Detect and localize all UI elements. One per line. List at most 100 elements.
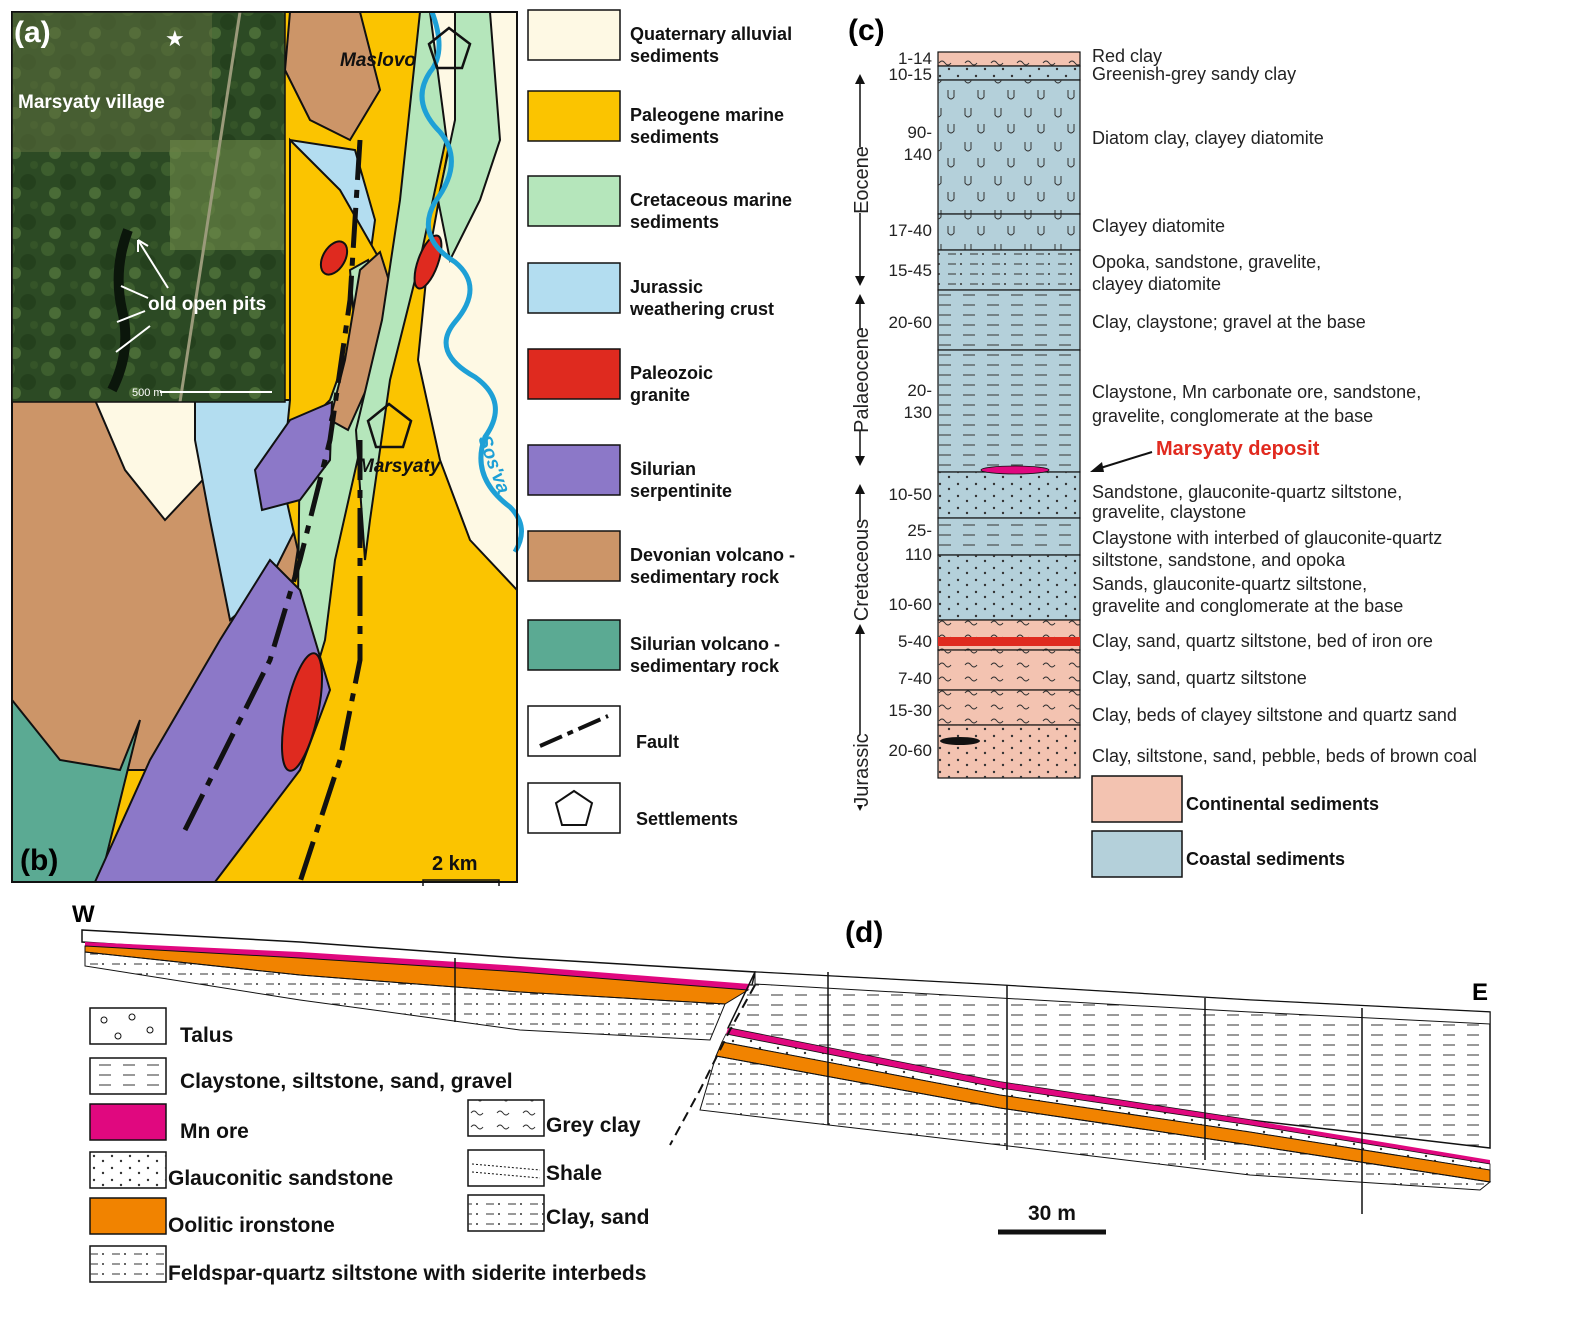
- map-silurian-serpentinite: [93, 558, 332, 883]
- map-legend-swatch: [527, 9, 621, 61]
- strat-layer-pattern: [938, 725, 1080, 778]
- section-east: E: [1472, 979, 1488, 1006]
- map-legend-swatch: [527, 175, 621, 227]
- talus-circle: [114, 1032, 122, 1040]
- satellite-inset: ★ Marsyaty village old open pits 500 m: [11, 11, 286, 403]
- map-legend-label: Silurian volcano -: [630, 634, 780, 654]
- map-legend-swatch: [527, 262, 621, 314]
- section-legend-pattern: [90, 1246, 166, 1282]
- talus-circle: [128, 1013, 136, 1021]
- strat-layer-pattern: [938, 80, 1080, 214]
- section-fault: [669, 984, 756, 1146]
- era-arrow-icon: [855, 294, 865, 304]
- section-siltstone-west: [84, 951, 726, 1041]
- map-legend-label: sedimentary rock: [630, 567, 780, 587]
- section-legend-label: Oolitic ironstone: [168, 1214, 335, 1237]
- section-legend-swatch: [89, 1197, 167, 1235]
- map-cretaceous-strip: [436, 11, 502, 264]
- shale-line: [471, 1171, 541, 1179]
- panel-label-b: (b): [20, 844, 58, 877]
- label-maslovo: Maslovo: [340, 50, 416, 71]
- strat-description: Clay, beds of clayey siltstone and quart…: [1092, 705, 1457, 725]
- strat-layer-pattern: [938, 52, 1080, 66]
- strat-thickness: 20-60: [889, 313, 932, 332]
- strat-layer-pattern: [938, 290, 1080, 350]
- strat-layer-pattern: [938, 650, 1080, 690]
- era-label: Jurassic: [851, 733, 873, 806]
- section-scale-label: 30 m: [1028, 1202, 1076, 1225]
- strat-description: clayey diatomite: [1092, 274, 1221, 294]
- satellite-pits-label: old open pits: [148, 294, 266, 315]
- era-arrow-icon: [855, 74, 865, 84]
- strat-thickness: 10-60: [889, 595, 932, 614]
- section-legend-label: Shale: [546, 1162, 602, 1185]
- pentagon-icon: [554, 789, 594, 826]
- map-legend-swatch: [527, 444, 621, 496]
- section-siltstone-east: [699, 1055, 1492, 1191]
- section-legend-label: Clay, sand: [546, 1206, 649, 1229]
- section-legend-label: Talus: [180, 1024, 233, 1047]
- strat-description: siltstone, sandstone, and opoka: [1092, 550, 1346, 570]
- panel-label-a: (a): [14, 16, 51, 49]
- strat-thickness: 15-30: [889, 701, 932, 720]
- strat-description: Clay, sand, quartz siltstone: [1092, 668, 1307, 688]
- map-legend-swatch: [527, 619, 621, 671]
- map-scale-label: 2 km: [432, 853, 478, 875]
- section-legend-label: Glauconitic sandstone: [168, 1167, 393, 1190]
- strat-description: Clayey diatomite: [1092, 216, 1225, 236]
- section-legend-swatch: [89, 1007, 167, 1045]
- satellite-scale-label: 500 m: [132, 387, 163, 399]
- strat-layer-pattern: [938, 350, 1080, 472]
- map-legend-label: Paleozoic: [630, 363, 713, 383]
- strat-legend-label: Continental sediments: [1186, 794, 1379, 814]
- era-label-bg: [848, 330, 872, 430]
- map-legend-swatch: [527, 90, 621, 142]
- strat-legend-swatch: [1091, 830, 1183, 878]
- strat-description: gravelite, claystone: [1092, 502, 1246, 522]
- strat-description: Diatom clay, clayey diatomite: [1092, 128, 1324, 148]
- strat-layer-pattern: [938, 555, 1080, 620]
- strat-layer-pattern: [938, 472, 1080, 518]
- shale-line: [471, 1163, 541, 1171]
- fault-line-1: [182, 139, 363, 832]
- era-label-bg: [848, 147, 872, 213]
- strat-thickness: 7-40: [898, 669, 932, 688]
- deposit-arrow: [1093, 451, 1153, 471]
- satellite-pits: [107, 228, 133, 393]
- map-legend-label: Paleogene marine: [630, 105, 784, 125]
- map-granite-1: [319, 240, 349, 276]
- map-legend-label: Silurian: [630, 459, 696, 479]
- map-legend-label: sedimentary rock: [630, 656, 780, 676]
- section-legend-pattern: [90, 1058, 166, 1094]
- cross-section: W E 30 m: [72, 901, 1492, 1235]
- strat-layer-pattern: [938, 690, 1080, 725]
- brown-coal-lens: [940, 737, 980, 745]
- strat-description: Claystone, Mn carbonate ore, sandstone,: [1092, 382, 1421, 402]
- strat-legend-label: Coastal sediments: [1186, 849, 1345, 869]
- era-arrow-icon: [855, 484, 865, 494]
- fault-symbol-icon: [539, 714, 609, 748]
- arrow-head-icon: [1090, 462, 1104, 472]
- map-granite-3: [280, 652, 324, 772]
- section-legend-pattern: [90, 1152, 166, 1188]
- section-legend-pattern: [468, 1195, 544, 1231]
- section-mn-east: [726, 1028, 1490, 1164]
- era-arrow-icon: [855, 276, 865, 286]
- star-icon: ★: [165, 26, 185, 51]
- strat-thickness: 20-: [907, 381, 932, 400]
- strat-description: Claystone with interbed of glauconite-qu…: [1092, 528, 1442, 548]
- strat-description: Clay, siltstone, sand, pebble, beds of b…: [1092, 746, 1477, 766]
- section-legend-label: Mn ore: [180, 1120, 249, 1143]
- strat-description: Greenish-grey sandy clay: [1092, 64, 1296, 84]
- strat-description: gravelite and conglomerate at the base: [1092, 596, 1403, 616]
- strat-thickness: 25-: [907, 521, 932, 540]
- map-legend-label: Jurassic: [630, 277, 703, 297]
- section-mn-west: [85, 942, 750, 990]
- era-label-bg: [848, 522, 872, 618]
- strat-thickness: 110: [905, 545, 932, 564]
- strat-legend-swatch: [1091, 775, 1183, 823]
- era-label-bg: [848, 735, 872, 805]
